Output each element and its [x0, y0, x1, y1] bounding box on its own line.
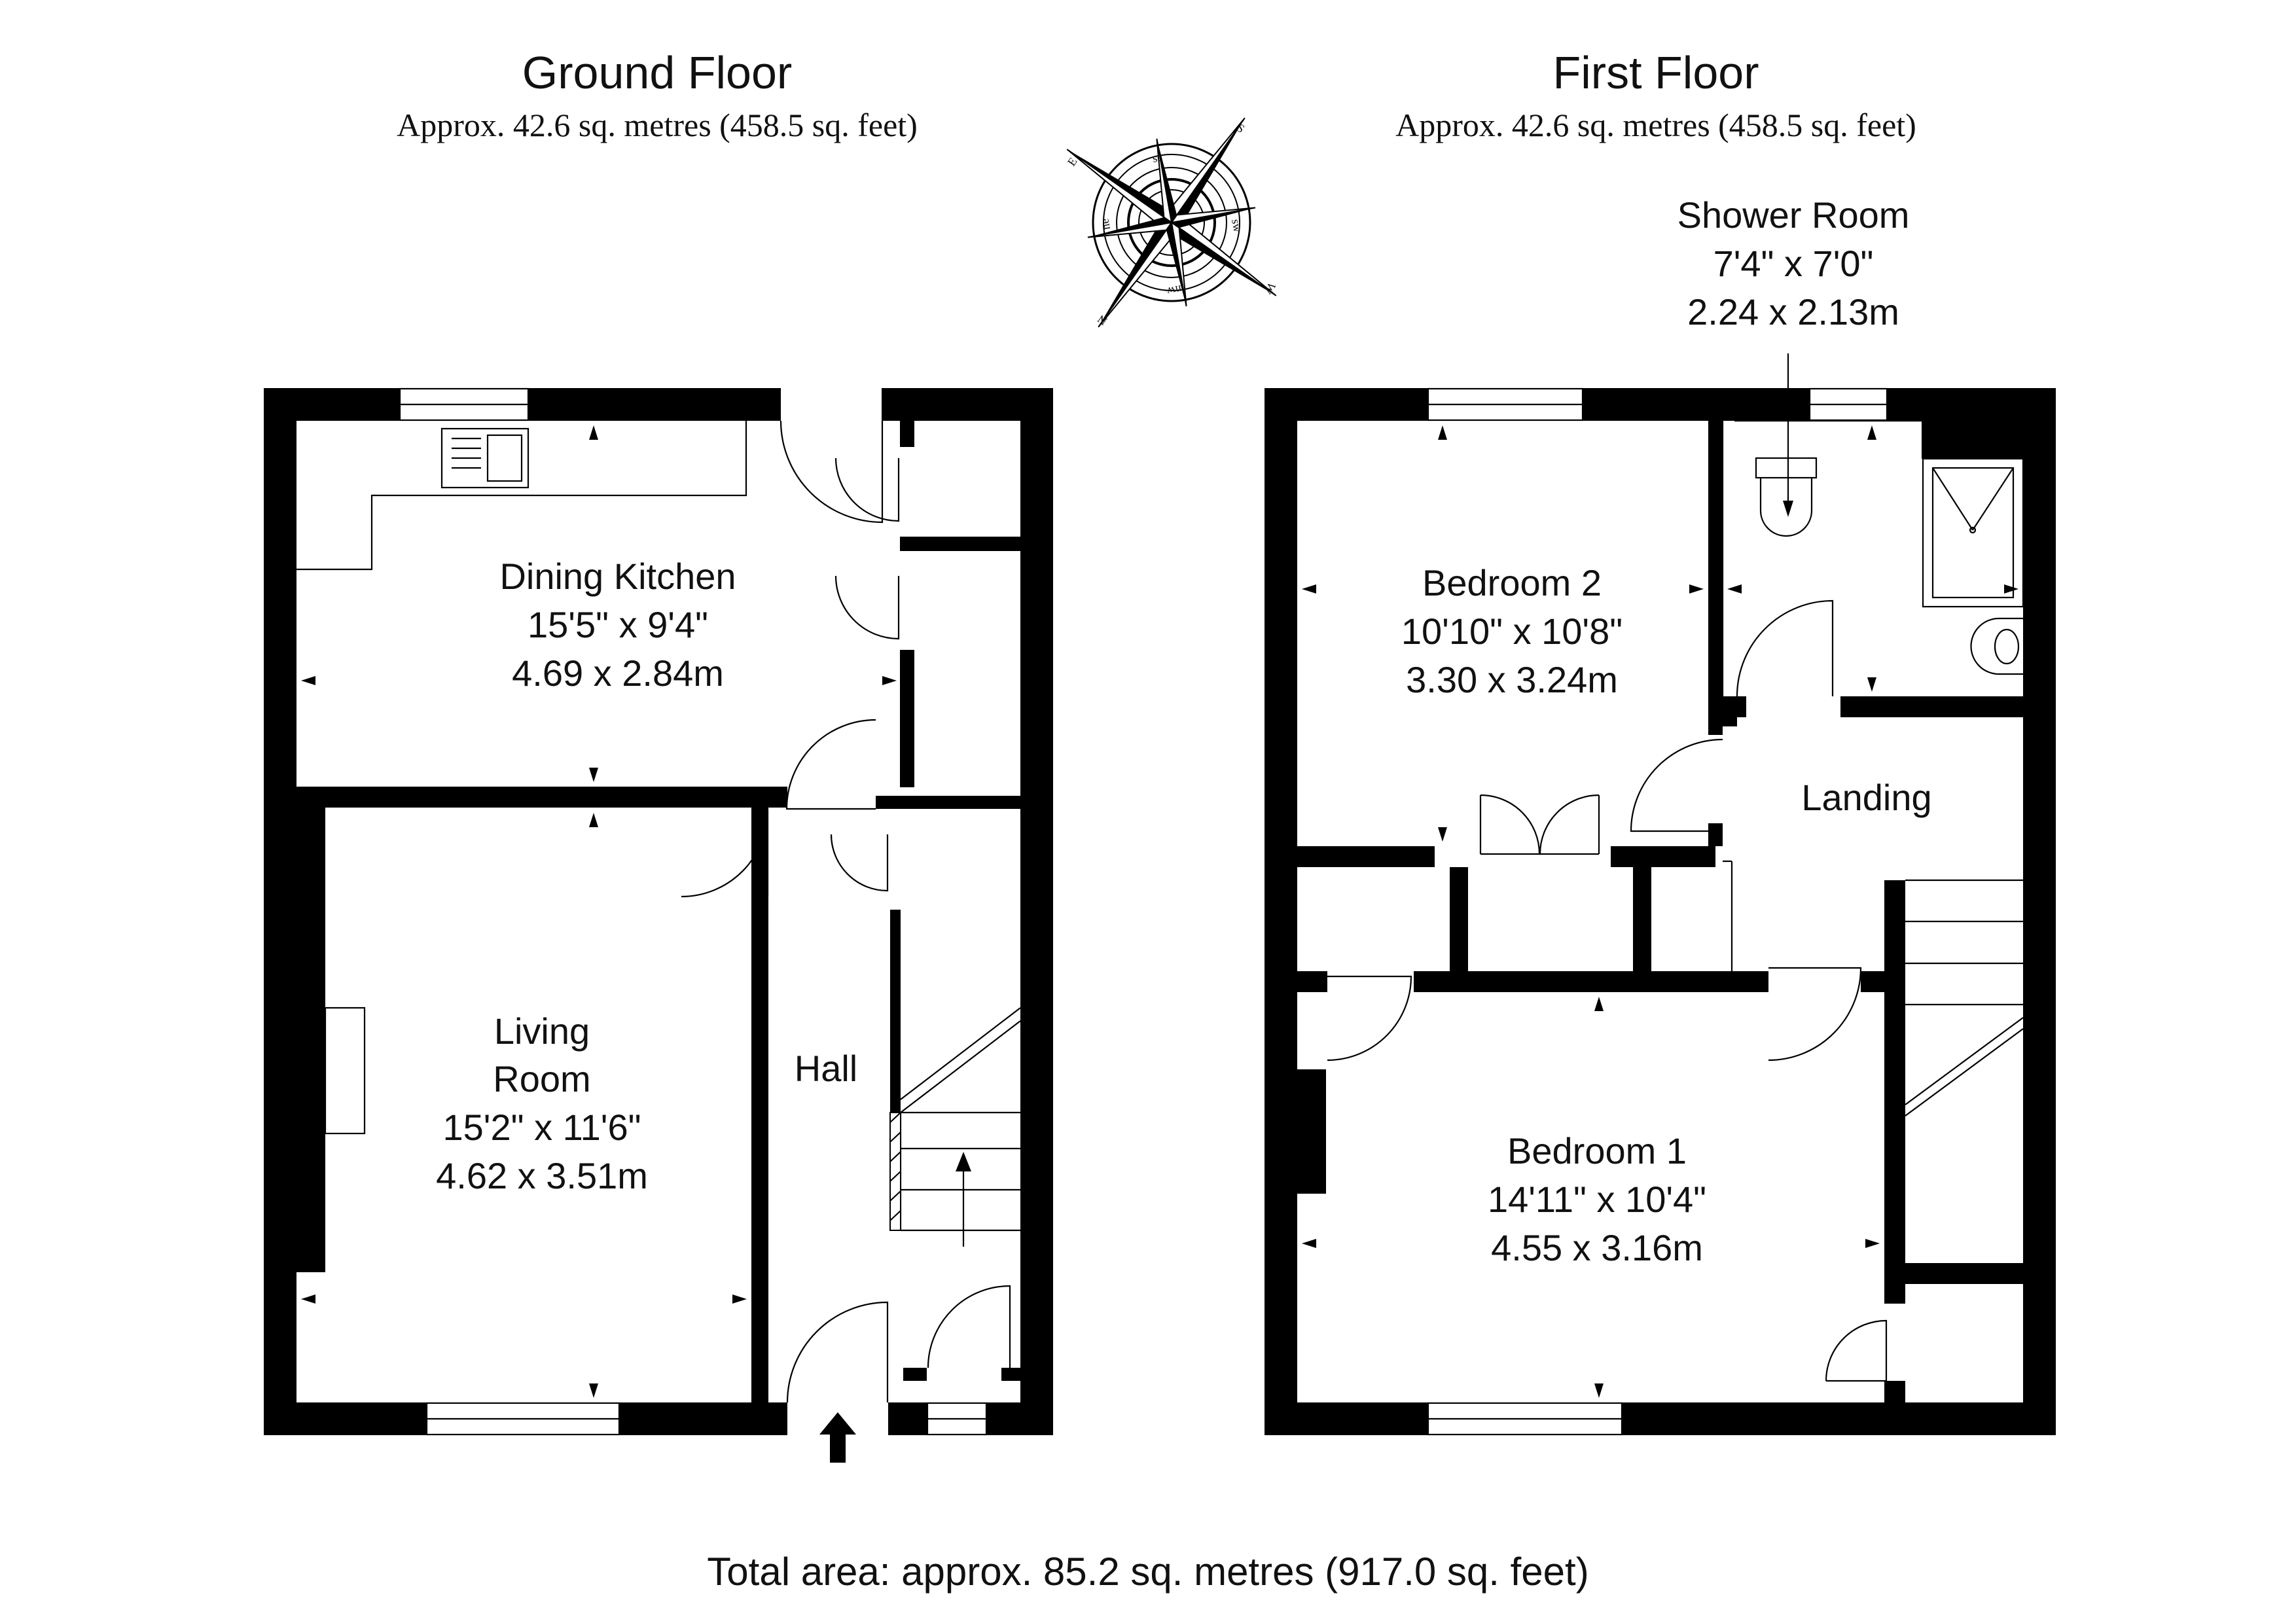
ground-floor-area: Approx. 42.6 sq. metres (458.5 sq. feet)	[397, 107, 918, 143]
living-room-metric: 4.62 x 3.51m	[436, 1155, 648, 1196]
living-room-label-line2: Room	[493, 1058, 590, 1099]
ground-floor-plan: Dining Kitchen 15'5" x 9'4" 4.69 x 2.84m…	[264, 387, 1053, 1463]
first-floor-plan: Shower Room 7'4" x 7'0" 2.24 x 2.13m Bed…	[1265, 194, 2056, 1436]
ground-floor-title: Ground Floor	[522, 47, 792, 98]
living-room-imperial: 15'2" x 11'6"	[443, 1107, 641, 1148]
shower-room-label: Shower Room	[1677, 194, 1910, 236]
bedroom-2-metric: 3.30 x 3.24m	[1406, 659, 1618, 700]
basin-icon	[1970, 617, 2023, 675]
ground-stairs	[889, 1007, 1021, 1247]
first-floor-title: First Floor	[1553, 47, 1759, 98]
total-area: Total area: approx. 85.2 sq. metres (917…	[707, 1550, 1588, 1594]
shower-room-imperial: 7'4" x 7'0"	[1713, 243, 1874, 284]
first-floor-area: Approx. 42.6 sq. metres (458.5 sq. feet)	[1395, 107, 1916, 143]
toilet-icon	[1755, 457, 1818, 537]
shower-tray-icon	[1922, 457, 2024, 608]
hall-label: Hall	[795, 1048, 857, 1089]
first-stairs	[1905, 879, 2024, 1116]
compass-w-label: W	[1261, 280, 1278, 296]
shower-room-metric: 2.24 x 2.13m	[1687, 291, 1899, 332]
bedroom-1-metric: 4.55 x 3.16m	[1491, 1227, 1703, 1268]
bedroom-2-imperial: 10'10" x 10'8"	[1401, 611, 1623, 652]
fireplace-icon	[324, 1007, 366, 1135]
compass-s-label: S	[1234, 121, 1247, 135]
dining-kitchen-imperial: 15'5" x 9'4"	[528, 604, 708, 645]
sink-icon	[440, 427, 529, 489]
bedroom-2-label: Bedroom 2	[1422, 562, 1602, 603]
compass-ne-label: ne	[1098, 218, 1113, 231]
landing-label: Landing	[1801, 777, 1931, 818]
compass-se-label: se	[1151, 151, 1163, 165]
bedroom-1-label: Bedroom 1	[1507, 1130, 1687, 1171]
living-room-label-line1: Living	[494, 1010, 590, 1052]
compass-nw-label: nw	[1166, 283, 1183, 298]
bedroom-1-imperial: 14'11" x 10'4"	[1488, 1179, 1706, 1220]
compass-sw-label: sw	[1229, 218, 1244, 233]
compass-rose-icon: S E W N se sw ne nw	[1065, 117, 1278, 328]
dining-kitchen-label: Dining Kitchen	[499, 556, 736, 597]
dining-kitchen-metric: 4.69 x 2.84m	[512, 652, 724, 694]
entrance-arrow-icon	[819, 1412, 856, 1463]
